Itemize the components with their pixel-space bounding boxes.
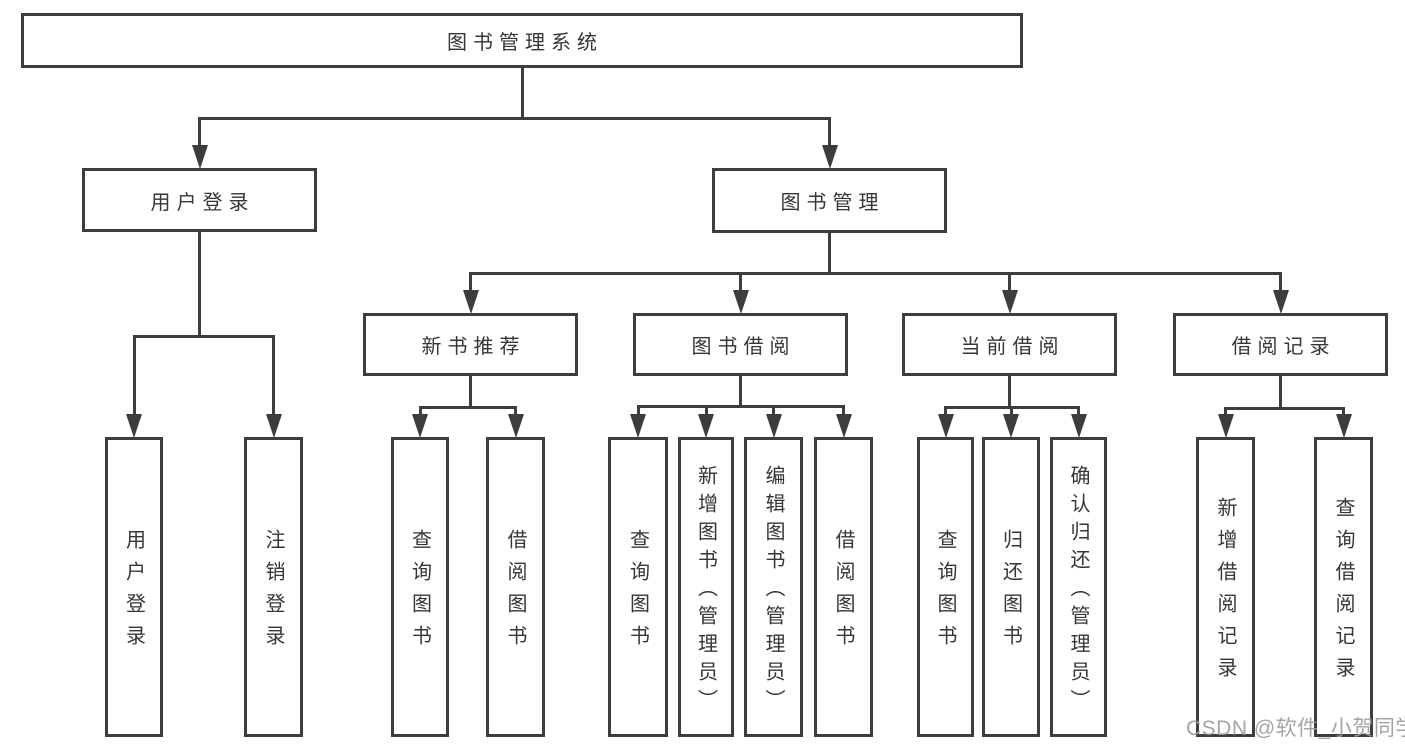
csdn-watermark: CSDN @软件_小贺同学 [1186,717,1405,740]
connector-vline [739,273,742,297]
arrow-down-icon [1335,414,1352,438]
arrow-down-icon [412,414,428,438]
arrow-down-icon [1217,414,1234,438]
arrow-down-icon [630,414,646,438]
connector-vline [198,231,201,338]
arrow-down-icon [191,145,208,169]
node-label: 用户登录 [122,529,145,657]
node-label: 图书管理 [780,192,885,214]
arrow-down-icon [126,414,142,438]
node-label: 查询图书 [408,529,431,657]
node-confirm-return-admin: 确认归还（管理员） [1050,437,1107,737]
node-borrow-books-recommend: 借阅图书 [486,437,545,737]
connector-vline [132,336,136,421]
node-logout: 注销登录 [244,437,303,737]
arrow-down-icon [732,290,749,314]
arrow-down-icon [1003,414,1019,438]
node-label: 用户登录 [150,191,255,214]
connector-hline [636,404,845,408]
node-label: 查询图书 [934,529,956,657]
connector-vline [1279,375,1282,410]
node-label: 注销登录 [262,529,284,657]
connector-vline [636,406,640,421]
connector-vline [520,67,524,120]
connector-vline [272,336,275,421]
node-current-borrowing: 当前借阅 [902,313,1117,376]
node-return-books: 归还图书 [982,437,1040,737]
arrow-down-icon [821,145,838,169]
node-book-borrowing: 图书借阅 [633,313,848,376]
connector-vline [1008,273,1011,297]
node-label: 归还图书 [999,529,1022,657]
node-label: 图书借阅 [691,336,796,358]
node-query-books-recommend: 查询图书 [391,437,449,737]
connector-hline [198,116,831,120]
connector-vline [1008,375,1011,409]
connector-hline [1224,406,1345,410]
node-label: 新书推荐 [421,336,526,358]
node-add-books-admin: 新增图书（管理员） [678,437,734,737]
connector-vline [1279,273,1282,297]
node-label: 查询图书 [626,529,649,657]
node-edit-books-admin: 编辑图书（管理员） [744,437,803,737]
arrow-down-icon [1272,290,1289,314]
connector-vline [828,118,831,152]
node-book-management: 图书管理 [712,168,947,233]
arrow-down-icon [937,414,954,438]
connector-vline [704,406,708,421]
arrow-down-icon [462,290,479,314]
node-borrowing-records: 借阅记录 [1173,313,1388,376]
node-add-borrow-record: 新增借阅记录 [1196,437,1255,737]
arrow-down-icon [1070,414,1087,438]
node-label: 新增图书（管理员） [694,465,717,717]
connector-vline [198,118,201,152]
arrow-down-icon [265,414,282,438]
node-borrow-books: 借阅图书 [814,437,873,737]
node-label: 当前借阅 [960,336,1065,358]
connector-vline [842,406,845,421]
node-label: 查询借阅记录 [1332,497,1354,689]
arrow-down-icon [835,414,852,438]
connector-hline [469,271,1282,275]
node-user-login-branch: 用户登录 [82,168,317,232]
connector-hline [132,334,275,338]
node-label: 新增借阅记录 [1214,497,1236,689]
node-label: 借阅图书 [504,529,526,657]
node-user-login: 用户登录 [105,437,163,737]
node-label: 借阅图书 [832,529,854,657]
node-system-root: 图书管理系统 [21,13,1023,68]
node-label: 借阅记录 [1231,336,1336,358]
connector-vline [469,273,472,297]
node-new-book-recommend: 新书推荐 [363,313,578,376]
node-label: 确认归还（管理员） [1067,465,1089,717]
connector-hline [418,405,517,409]
arrow-down-icon [1001,290,1018,314]
node-query-borrow-record: 查询借阅记录 [1314,437,1373,737]
connector-vline [469,375,472,409]
arrow-down-icon [507,414,524,438]
node-label: 图书管理系统 [447,32,603,54]
connector-vline [772,406,775,421]
arrow-down-icon [698,414,714,438]
arrow-down-icon [765,414,782,438]
node-label: 编辑图书（管理员） [762,465,784,717]
connector-vline [739,375,742,408]
node-query-books-current: 查询图书 [917,437,974,737]
node-query-books-borrowing: 查询图书 [608,437,668,737]
connector-vline [828,232,831,275]
